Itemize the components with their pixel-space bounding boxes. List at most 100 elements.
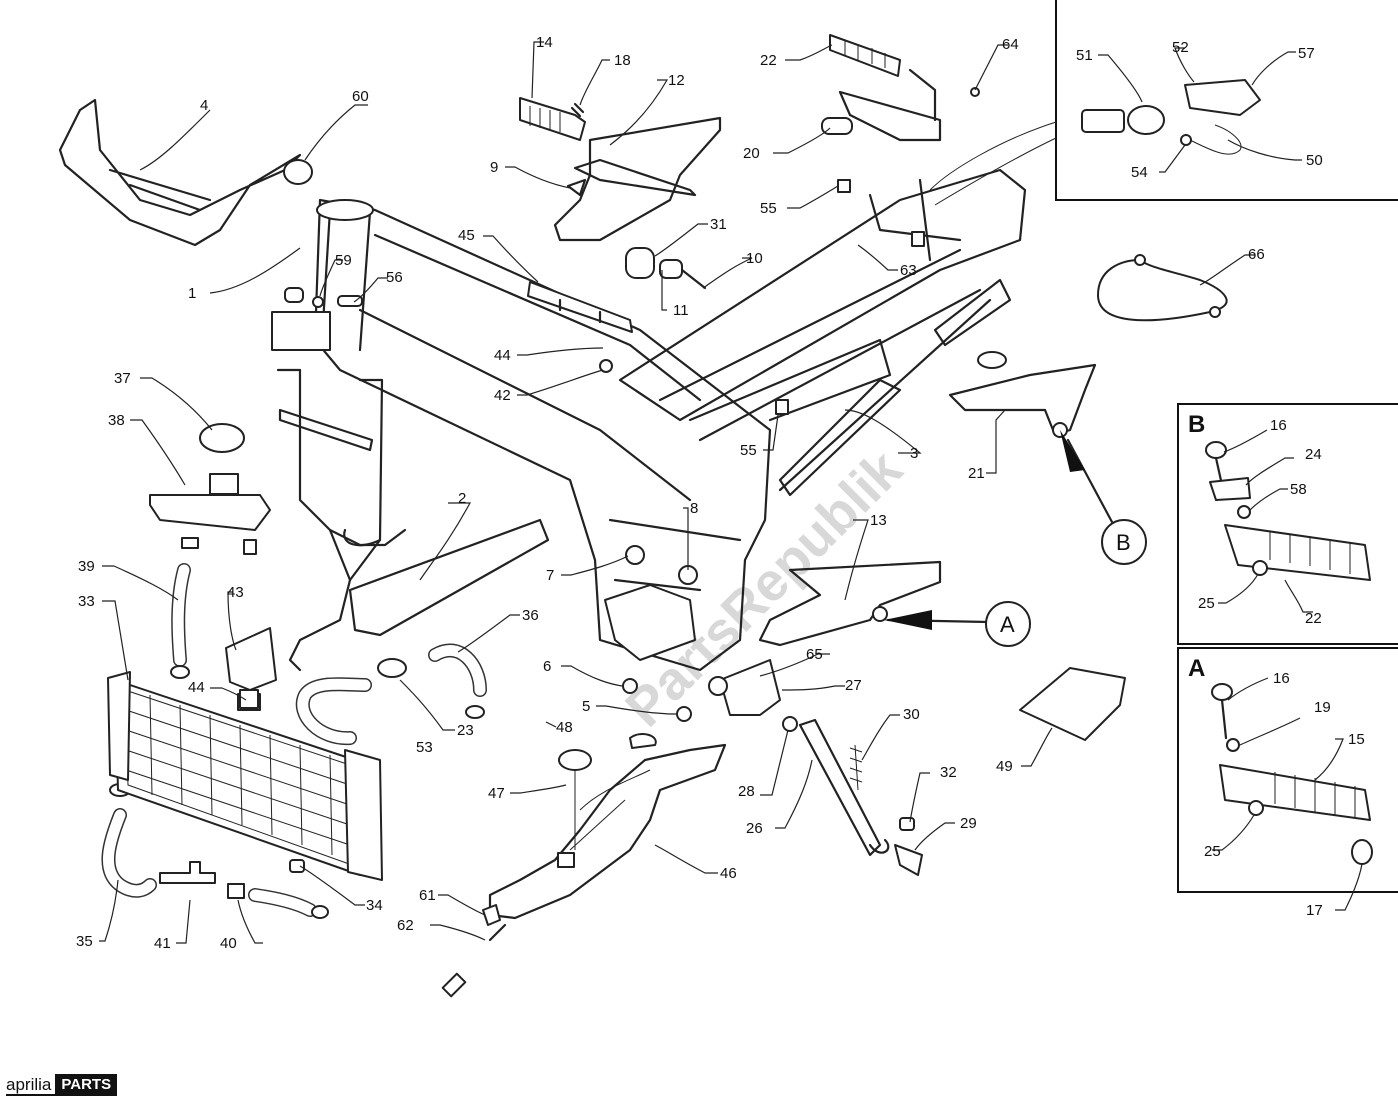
- label-part-57: 57: [1298, 45, 1315, 62]
- label-part-19: 19: [1314, 699, 1331, 716]
- mounting-bracket-43: [225, 627, 277, 691]
- label-part-7: 7: [546, 567, 554, 584]
- label-part-49: 49: [996, 758, 1013, 775]
- label-part-30: 30: [903, 706, 920, 723]
- detail-a-footpeg: [1211, 683, 1373, 865]
- label-part-22: 22: [760, 52, 777, 69]
- label-part-25-a: 25: [1204, 843, 1221, 860]
- label-part-29: 29: [960, 815, 977, 832]
- label-part-27: 27: [845, 677, 862, 694]
- label-part-32: 32: [940, 764, 957, 781]
- rider-footpeg-left: [519, 97, 722, 242]
- label-part-51: 51: [1076, 47, 1093, 64]
- label-part-24: 24: [1305, 446, 1322, 463]
- label-part-33: 33: [78, 593, 95, 610]
- radiator: [107, 671, 383, 881]
- small-fasteners: [284, 87, 980, 722]
- logo-parts-badge: PARTS: [55, 1074, 118, 1096]
- ignition-lock-set: [1081, 79, 1261, 155]
- label-part-58: 58: [1290, 481, 1307, 498]
- label-part-44-left: 44: [188, 679, 205, 696]
- coolant-hoses: [101, 563, 487, 919]
- label-part-18: 18: [614, 52, 631, 69]
- label-part-23: 23: [457, 722, 474, 739]
- label-part-64: 64: [1002, 36, 1019, 53]
- callout-b-letter: B: [1116, 530, 1131, 555]
- footpeg-bracket-13: [758, 560, 942, 647]
- label-part-8: 8: [690, 500, 698, 517]
- tee-fitting-41: [159, 861, 216, 884]
- bush-pin-set: [625, 247, 707, 290]
- label-part-53: 53: [416, 739, 433, 756]
- label-part-52: 52: [1172, 39, 1189, 56]
- label-part-61: 61: [419, 887, 436, 904]
- label-part-36: 36: [522, 607, 539, 624]
- label-part-46: 46: [720, 865, 737, 882]
- detail-a-frame: [1177, 647, 1398, 893]
- label-part-55-top: 55: [760, 200, 777, 217]
- label-part-20: 20: [743, 145, 760, 162]
- label-part-21: 21: [968, 465, 985, 482]
- plate-27: [719, 659, 781, 716]
- ground-cable-66: [1096, 258, 1228, 322]
- label-part-15: 15: [1348, 731, 1365, 748]
- label-part-39: 39: [78, 558, 95, 575]
- callout-b-arrow: [1060, 430, 1147, 565]
- label-part-12: 12: [668, 72, 685, 89]
- label-part-54: 54: [1131, 164, 1148, 181]
- label-part-38: 38: [108, 412, 125, 429]
- engine-cradle-drawing: [276, 368, 550, 672]
- label-part-34: 34: [366, 897, 383, 914]
- key-lock-inset: [929, 0, 1398, 206]
- label-part-60: 60: [352, 88, 369, 105]
- label-part-63: 63: [900, 262, 917, 279]
- side-stand-assembly: [798, 718, 923, 876]
- label-part-5: 5: [582, 698, 590, 715]
- label-part-40: 40: [220, 935, 237, 952]
- logo-brand-text: aprilia: [6, 1074, 56, 1096]
- rear-subframe-drawing: [618, 168, 1027, 497]
- label-part-1: 1: [188, 285, 196, 302]
- label-part-62: 62: [397, 917, 414, 934]
- washer-60: [283, 159, 313, 185]
- label-part-11: 11: [673, 302, 689, 319]
- expansion-tank: [441, 733, 727, 998]
- label-part-50: 50: [1306, 152, 1323, 169]
- label-part-45: 45: [458, 227, 475, 244]
- tie-rod-45: [527, 281, 633, 333]
- label-part-13: 13: [870, 512, 887, 529]
- label-part-44-right: 44: [494, 347, 511, 364]
- label-part-35: 35: [76, 933, 93, 950]
- label-part-66: 66: [1248, 246, 1265, 263]
- label-part-55-mid: 55: [740, 442, 757, 459]
- label-part-10: 10: [746, 250, 763, 267]
- label-part-56: 56: [386, 269, 403, 286]
- footpeg-bracket-21: [948, 363, 1097, 437]
- detail-b-footpeg: [1205, 441, 1371, 581]
- label-part-17: 17: [1306, 902, 1323, 919]
- main-frame-drawing: [271, 198, 772, 672]
- label-part-3: 3: [910, 445, 918, 462]
- coolant-reservoir: [149, 423, 271, 555]
- label-part-47: 47: [488, 785, 505, 802]
- detail-a-title: A: [1188, 655, 1205, 682]
- detail-b-frame: [1177, 403, 1398, 645]
- callout-a-arrow: [884, 601, 1031, 647]
- label-part-14: 14: [536, 34, 553, 51]
- label-part-37: 37: [114, 370, 131, 387]
- label-part-31: 31: [710, 216, 727, 233]
- label-part-48: 48: [556, 719, 573, 736]
- passenger-footpeg-right: [821, 34, 942, 142]
- label-part-28: 28: [738, 783, 755, 800]
- label-part-26: 26: [746, 820, 763, 837]
- label-part-16-a: 16: [1273, 670, 1290, 687]
- label-part-25-b: 25: [1198, 595, 1215, 612]
- part-number-labels: 1 2 3 4 5 6 7 8 9 10 11 12 13 14 15 16 1…: [76, 34, 1365, 952]
- aprilia-parts-logo: aprilia PARTS: [6, 1074, 118, 1096]
- label-part-59: 59: [335, 252, 352, 269]
- label-part-6: 6: [543, 658, 551, 675]
- cover-bag-49: [1019, 667, 1126, 741]
- label-part-16-b: 16: [1270, 417, 1287, 434]
